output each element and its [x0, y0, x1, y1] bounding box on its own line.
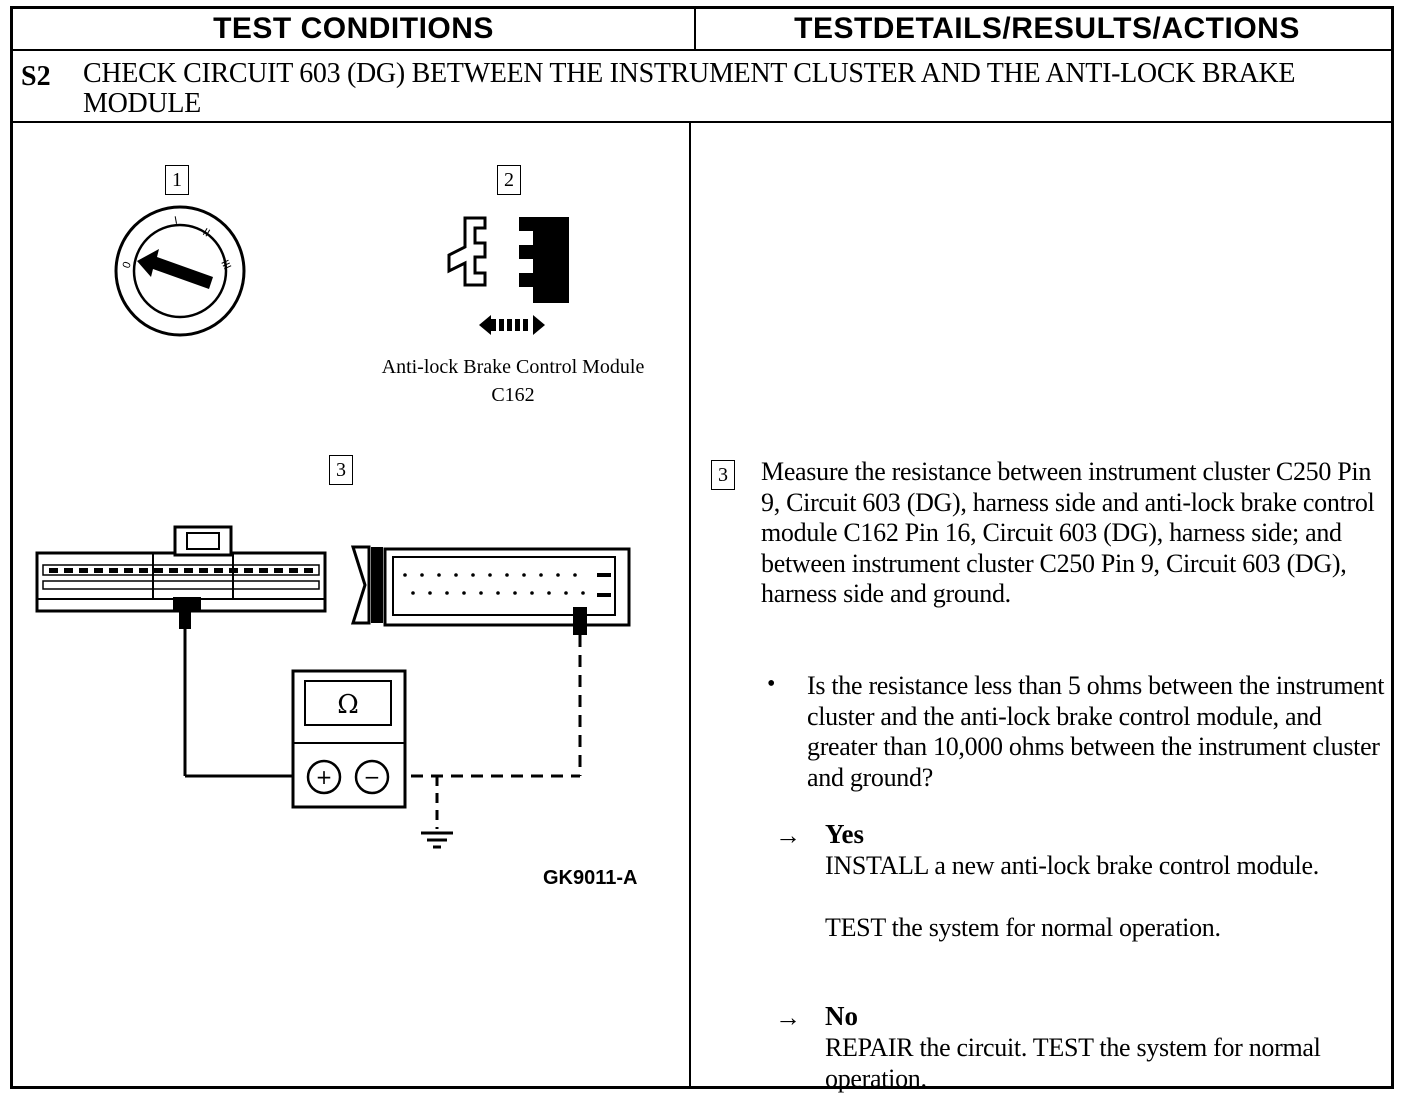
step-rule — [13, 121, 1391, 123]
figure-id: GK9011-A — [543, 867, 638, 889]
module-pin — [496, 591, 500, 595]
ohmmeter-icon: Ω + − — [291, 669, 407, 809]
cluster-pin — [184, 568, 193, 573]
module-pin — [564, 591, 568, 595]
connector-pins — [49, 568, 611, 597]
cluster-pin — [139, 568, 148, 573]
cluster-pin — [124, 568, 133, 573]
header-divider — [694, 9, 696, 49]
callout-3: 3 — [329, 455, 353, 485]
header-test-details: TESTDETAILS/RESULTS/ACTIONS — [794, 12, 1300, 45]
callout-2: 2 — [497, 165, 521, 195]
yes-test: TEST the system for normal operation. — [825, 913, 1221, 942]
ohm-symbol: Ω — [337, 690, 359, 720]
step-title: CHECK CIRCUIT 603 (DG) BETWEEN THE INSTR… — [83, 58, 1296, 119]
cluster-pin — [109, 568, 118, 573]
cluster-pin — [169, 568, 178, 573]
cluster-pin — [214, 568, 223, 573]
step-id: S2 — [21, 61, 51, 92]
connector-caption-module: Anti-lock Brake Control Module — [381, 356, 645, 378]
cluster-pin — [79, 568, 88, 573]
minus-terminal: − — [364, 765, 381, 789]
connector-caption-id: C162 — [491, 384, 535, 406]
cluster-pin — [64, 568, 73, 573]
module-pin — [454, 573, 458, 577]
module-pin — [411, 591, 415, 595]
module-pin — [597, 573, 611, 577]
test-details: 3 Measure the resistance between instrum… — [691, 123, 1391, 1093]
instrument-cluster-connector-icon — [35, 525, 327, 629]
ignition-switch-icon: 0 I II III — [114, 205, 246, 337]
module-pin — [513, 591, 517, 595]
module-pin — [403, 573, 407, 577]
header-test-conditions: TEST CONDITIONS — [213, 12, 494, 45]
cluster-pin — [274, 568, 283, 573]
module-pin — [445, 591, 449, 595]
module-pin — [437, 573, 441, 577]
disconnected-connector-icon — [447, 216, 569, 335]
details-step-ref: 3 — [711, 460, 735, 490]
cluster-pin — [259, 568, 268, 573]
abs-module-connector-icon — [350, 545, 631, 635]
cluster-pin — [199, 568, 208, 573]
ground-icon — [421, 831, 453, 849]
cluster-pin — [229, 568, 238, 573]
diagram-svg: 0 I II III — [35, 205, 631, 849]
no-action: REPAIR the circuit. TEST the system for … — [825, 1033, 1321, 1093]
yes-arrow-icon: → — [775, 821, 801, 850]
module-pin — [530, 591, 534, 595]
yes-label: Yes — [825, 819, 864, 849]
ignition-mark-2: II — [201, 226, 212, 239]
question-bullet: • — [767, 671, 776, 697]
question-text: Is the resistance less than 5 ohms betwe… — [807, 671, 1385, 792]
cluster-pin — [154, 568, 163, 573]
module-pin — [488, 573, 492, 577]
module-pin — [420, 573, 424, 577]
no-arrow-icon: → — [775, 1003, 801, 1032]
module-pin — [471, 573, 475, 577]
module-pin — [547, 591, 551, 595]
cluster-pin — [289, 568, 298, 573]
cluster-pin — [49, 568, 58, 573]
module-pin — [522, 573, 526, 577]
ignition-mark-1: I — [173, 215, 178, 227]
ignition-mark-0: 0 — [121, 260, 134, 270]
connector-caption: Anti-lock Brake Control Module C162 — [353, 353, 673, 409]
module-pin — [428, 591, 432, 595]
header-rule — [13, 49, 1391, 51]
cluster-pin — [244, 568, 253, 573]
callout-1: 1 — [165, 165, 189, 195]
module-pin — [462, 591, 466, 595]
test-conditions-diagram: 1 2 3 0 I II III — [13, 123, 689, 1089]
step-row: S2 CHECK CIRCUIT 603 (DG) BETWEEN THE IN… — [13, 51, 1391, 121]
module-pin — [505, 573, 509, 577]
module-pin — [539, 573, 543, 577]
module-pin — [581, 591, 585, 595]
module-pin — [479, 591, 483, 595]
instruction-text: Measure the resistance between instrumen… — [761, 457, 1375, 608]
test-table: TEST CONDITIONS TESTDETAILS/RESULTS/ACTI… — [10, 6, 1394, 1093]
module-pin — [573, 573, 577, 577]
cluster-pin — [94, 568, 103, 573]
module-pin — [597, 593, 611, 597]
plus-terminal: + — [316, 765, 333, 789]
column-divider — [689, 123, 691, 1089]
cluster-pin — [304, 568, 313, 573]
module-pin — [556, 573, 560, 577]
no-label: No — [825, 1001, 858, 1031]
yes-action: INSTALL a new anti-lock brake control mo… — [825, 851, 1319, 880]
